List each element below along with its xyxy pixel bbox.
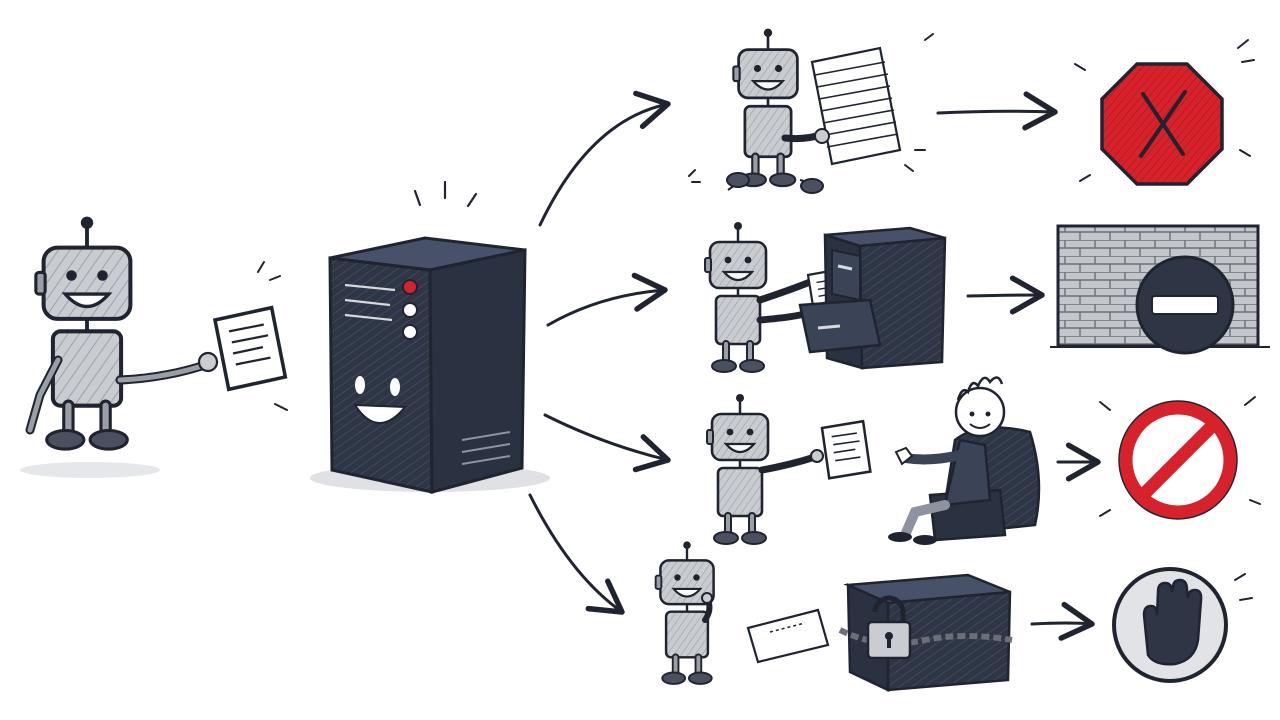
server-icon (310, 180, 550, 494)
brick-wall-no-entry-icon (1050, 224, 1270, 355)
locked-chest-icon (838, 573, 1013, 692)
robot-carrying-papers-icon (688, 29, 934, 194)
paper-stack-icon (810, 46, 902, 166)
document-icon (212, 305, 288, 392)
person-in-armchair-icon (888, 376, 1041, 545)
arrow-to-branch-1 (538, 90, 671, 227)
branch-3 (707, 376, 1261, 545)
branch-1 (688, 29, 1255, 194)
arrow-branch-1-outcome (936, 91, 1058, 131)
filing-cabinet-icon (798, 226, 947, 370)
robot-thinking-icon (656, 541, 714, 684)
arrow-to-branch-4 (528, 493, 625, 615)
ticket-icon (746, 608, 830, 664)
branch-2 (705, 222, 1270, 372)
source-robot-icon (20, 217, 288, 478)
arrow-to-branch-3 (543, 413, 671, 473)
flow-arrows (528, 90, 671, 615)
robot-filing-icon (705, 222, 853, 372)
arrow-branch-2-outcome (966, 275, 1045, 315)
arrow-to-branch-2 (546, 272, 668, 327)
robot-handing-document-icon (707, 394, 872, 544)
stop-sign-x-icon (1074, 39, 1255, 186)
branch-4 (656, 541, 1253, 692)
hand-stop-icon (1112, 567, 1253, 683)
prohibited-sign-icon (1099, 396, 1261, 520)
arrow-branch-4-outcome (1030, 601, 1095, 641)
